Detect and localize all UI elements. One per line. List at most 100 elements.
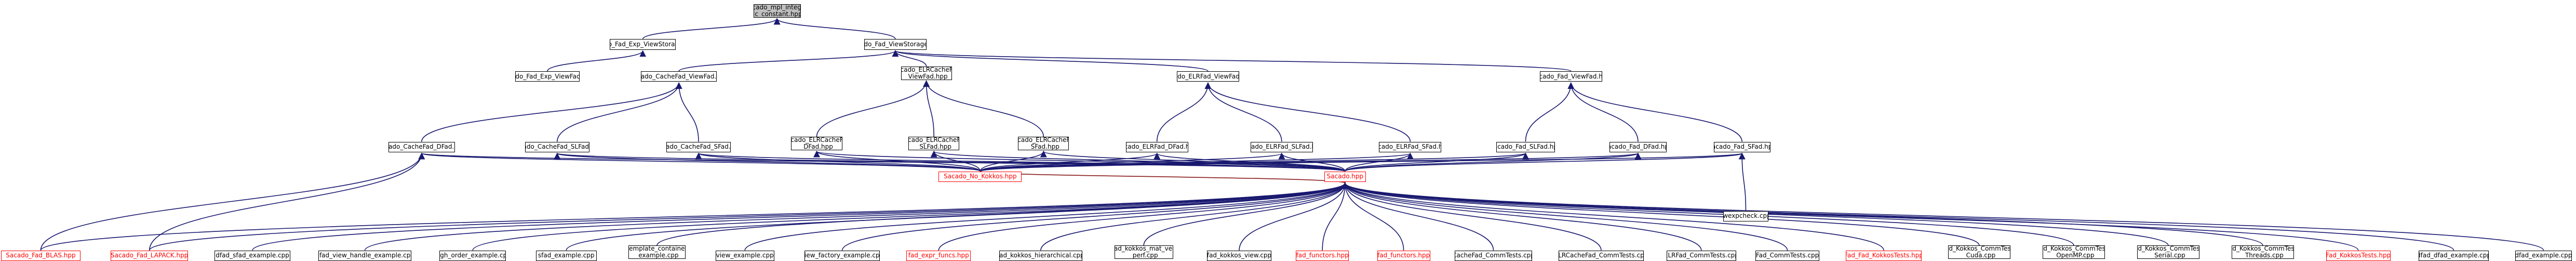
graph-node-b24[interactable]: Fad_KokkosTests.hpp: [2326, 250, 2391, 261]
graph-node-n2[interactable]: Sacado_Fad_ViewStorage.hpp: [864, 39, 927, 50]
graph-node-n11[interactable]: Sacado_ELRCacheFad _DFad.hpp: [791, 137, 842, 150]
edge-n10-n20: [695, 152, 981, 172]
edge-n21-b17: [1341, 182, 1702, 251]
graph-node-b23[interactable]: Fad_Kokkos_CommTests _Threads.cpp: [2231, 245, 2294, 259]
graph-node-b5[interactable]: sfad_example.cpp: [536, 250, 597, 261]
edge-n16-n20: [980, 152, 1414, 172]
edge-n2-n4: [678, 50, 899, 72]
edge-n12-n21: [931, 150, 1346, 172]
graph-node-n16[interactable]: Sacado_ELRFad_SFad.hpp: [1379, 141, 1442, 152]
edge-n4-n10: [675, 82, 699, 142]
graph-node-n17[interactable]: Sacado_Fad_SLFad.hpp: [1496, 141, 1555, 152]
edge-n4-n8: [421, 82, 682, 142]
graph-node-n22[interactable]: fwexpcheck.cpp: [1723, 211, 1769, 221]
graph-node-b10[interactable]: fad_kokkos_hierarchical.cpp: [999, 250, 1082, 261]
edge-n10-n21: [695, 152, 1346, 172]
graph-root-node-n0: Sacado_mpl_integral _c_constant.hpp: [753, 4, 801, 18]
edge-n19-n21: [1345, 152, 1746, 172]
graph-node-b25[interactable]: dfad_dfad_example.cpp: [2419, 250, 2489, 261]
graph-node-b22[interactable]: Fad_Kokkos_CommTests _Serial.cpp: [2137, 245, 2199, 259]
edge-n19-n20: [980, 152, 1745, 172]
edge-n20-n21: [980, 171, 1348, 184]
graph-node-b3[interactable]: dfad_view_handle_example.cpp: [318, 250, 411, 261]
graph-node-b18[interactable]: Fad_CommTests.cpp: [1755, 250, 1820, 261]
graph-node-n5[interactable]: Sacado_ELRCacheFad _ViewFad.hpp: [901, 66, 952, 80]
edge-n21-b16: [1341, 182, 1602, 251]
edge-n8-b1: [149, 152, 425, 251]
edge-n21-b6: [656, 182, 1348, 246]
edge-n17-n21: [1345, 152, 1529, 172]
edge-n21-b8: [841, 182, 1349, 251]
graph-node-n1[interactable]: Sacado_Fad_Exp_ViewStorage.hpp: [609, 39, 676, 50]
edge-n6-n16: [1204, 82, 1411, 142]
graph-node-n7[interactable]: Sacado_Fad_ViewFad.hpp: [1539, 71, 1602, 82]
graph-node-b6[interactable]: template_container _example.cpp: [628, 245, 686, 259]
graph-node-n21[interactable]: Sacado.hpp: [1324, 171, 1366, 182]
edge-n21-b2: [252, 182, 1348, 251]
edge-n5-n11: [816, 80, 930, 137]
graph-node-b21[interactable]: Fad_Kokkos_CommTests _OpenMP.cpp: [2042, 245, 2105, 259]
edge-n5-n12: [923, 80, 934, 137]
edge-n21-b14: [1341, 182, 1404, 251]
edge-n13-n21: [1040, 150, 1346, 172]
edge-n14-n20: [980, 152, 1160, 172]
graph-node-b4[interactable]: high_order_example.cpp: [439, 250, 506, 261]
edge-n21-b4: [472, 182, 1348, 251]
graph-node-n18[interactable]: Sacado_Fad_DFad.hpp: [1609, 141, 1667, 152]
graph-node-b20[interactable]: Fad_Kokkos_CommTests _Cuda.cpp: [1948, 245, 2010, 259]
edge-n21-b15: [1341, 182, 1494, 251]
graph-node-b15[interactable]: CacheFad_CommTests.cpp: [1454, 250, 1533, 261]
edge-n21-b24: [1341, 182, 2359, 251]
graph-node-b2[interactable]: dfad_sfad_example.cpp: [214, 250, 290, 261]
graph-node-n6[interactable]: Sacado_ELRFad_ViewFad.hpp: [1176, 71, 1239, 82]
graph-node-b0[interactable]: Sacado_Fad_BLAS.hpp: [1, 250, 81, 261]
edge-n21-b3: [364, 182, 1348, 251]
edge-n21-b11: [1143, 182, 1349, 246]
graph-node-n14[interactable]: Sacado_ELRFad_DFad.hpp: [1125, 141, 1188, 152]
edge-n21-b19: [1341, 182, 1884, 251]
graph-node-n3[interactable]: Sacado_Fad_Exp_ViewFad.hpp: [515, 71, 580, 82]
graph-node-b9[interactable]: fad_expr_funcs.hpp: [906, 250, 971, 261]
edge-n21-b1: [149, 182, 1348, 251]
graph-node-b14[interactable]: fad_functors.hpp: [1377, 250, 1430, 261]
edge-n2-n7: [892, 50, 1572, 72]
edge-n19-n22: [1738, 152, 1747, 211]
graph-node-b8[interactable]: view_factory_example.cpp: [804, 250, 880, 261]
edge-n15-n20: [980, 152, 1285, 172]
edge-n0-n1: [642, 18, 781, 40]
edge-n4-n9: [557, 82, 682, 142]
edge-n21-b20: [1341, 182, 1980, 246]
edge-n21-b18: [1341, 182, 1788, 251]
edge-n1-n3: [547, 50, 646, 72]
graph-node-b16[interactable]: ELRCacheFad_CommTests.cpp: [1559, 250, 1644, 261]
edge-n21-b26: [1341, 182, 2544, 251]
graph-node-n8[interactable]: Sacado_CacheFad_DFad.hpp: [388, 141, 455, 152]
edge-n7-n17: [1525, 82, 1575, 142]
edge-n11-n20: [813, 150, 981, 172]
graph-node-n19[interactable]: Sacado_Fad_SFad.hpp: [1713, 141, 1770, 152]
graph-node-n13[interactable]: Sacado_ELRCacheFad _SFad.hpp: [1018, 137, 1069, 150]
graph-node-b1[interactable]: Sacado_Fad_LAPACK.hpp: [111, 250, 189, 261]
graph-node-b12[interactable]: fad_kokkos_view.cpp: [1207, 250, 1271, 261]
graph-node-b13[interactable]: fad_functors.hpp: [1296, 250, 1349, 261]
edge-n21-b12: [1239, 182, 1349, 251]
graph-node-b17[interactable]: ELRFad_CommTests.cpp: [1666, 250, 1737, 261]
edge-n7-n19: [1567, 82, 1742, 142]
graph-node-b19[interactable]: Fad_Fad_KokkosTests.hpp: [1846, 250, 1922, 261]
edge-n21-b21: [1341, 182, 2074, 246]
graph-node-n12[interactable]: Sacado_ELRCacheFad _SLFad.hpp: [908, 137, 960, 150]
graph-node-n4[interactable]: Sacado_CacheFad_ViewFad.hpp: [641, 71, 717, 82]
graph-node-n10[interactable]: Sacado_CacheFad_SFad.hpp: [666, 141, 731, 152]
graph-node-n9[interactable]: Sacado_CacheFad_SLFad.hpp: [525, 141, 589, 152]
graph-node-b11[interactable]: fad_kokkos_mat_vec _perf.cpp: [1114, 245, 1173, 259]
edge-n21-b9: [938, 182, 1349, 251]
graph-node-b7[interactable]: view_example.cpp: [715, 250, 774, 261]
graph-node-n15[interactable]: Sacado_ELRFad_SLFad.hpp: [1250, 141, 1313, 152]
edge-n2-n6: [892, 50, 1209, 72]
graph-node-b26[interactable]: dfad_example.cpp: [2515, 250, 2572, 261]
edge-n21-b7: [744, 182, 1349, 251]
edge-n21-b0: [40, 182, 1348, 251]
edge-n8-n20: [419, 152, 981, 172]
graph-node-n20[interactable]: Sacado_No_Kokkos.hpp: [938, 171, 1022, 182]
edge-n6-n15: [1204, 82, 1282, 142]
